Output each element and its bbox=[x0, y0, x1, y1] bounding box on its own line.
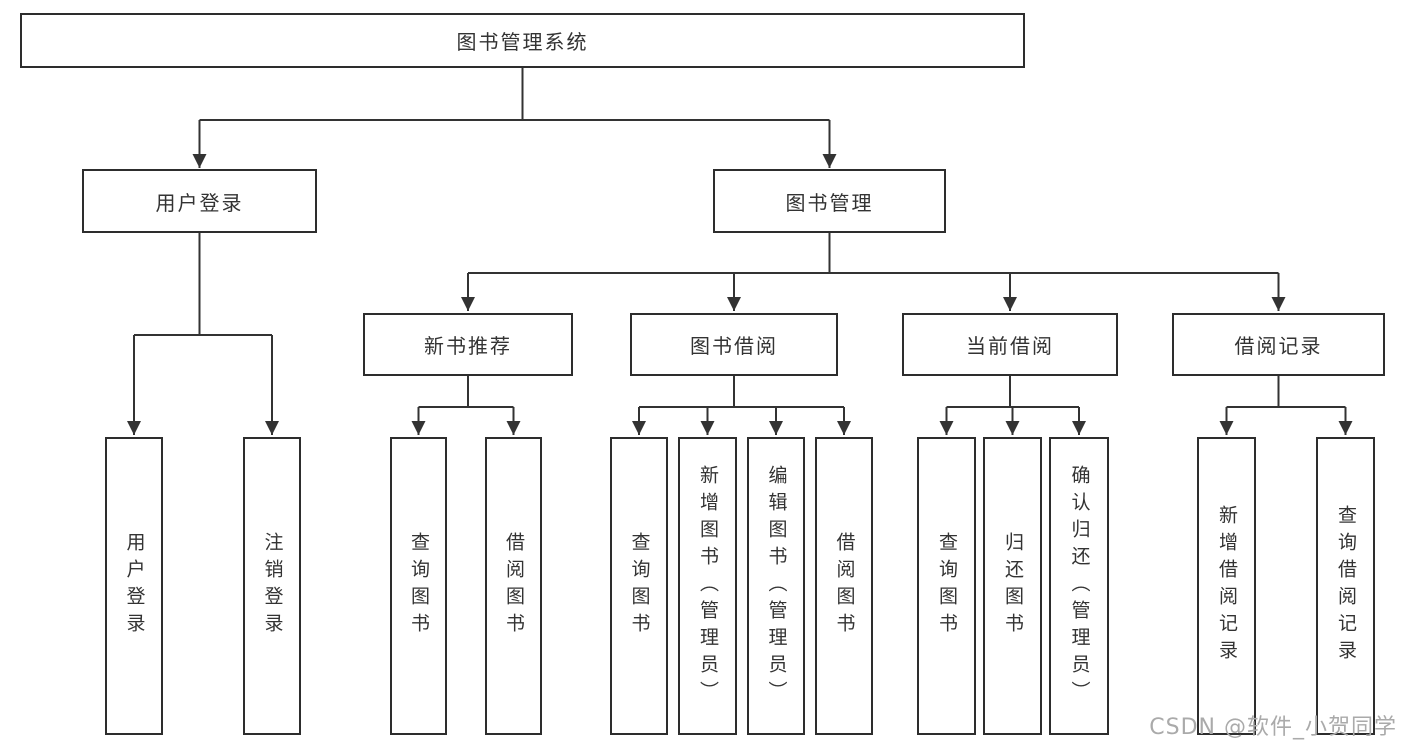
leaf-borrow-books-borrowing: 借阅图书 bbox=[815, 437, 873, 735]
leaf-logout: 注销登录 bbox=[243, 437, 301, 735]
leaf-query-borrow-record: 查询借阅记录 bbox=[1316, 437, 1375, 735]
leaf-query-books-recommend-label: 查询图书 bbox=[408, 532, 430, 640]
leaf-add-book-admin: 新增图书（管理员） bbox=[678, 437, 737, 735]
node-book-borrowing: 图书借阅 bbox=[630, 313, 838, 376]
leaf-borrow-books-recommend: 借阅图书 bbox=[485, 437, 542, 735]
leaf-return-books-label: 归还图书 bbox=[1002, 532, 1024, 640]
leaf-add-borrow-record: 新增借阅记录 bbox=[1197, 437, 1256, 735]
leaf-edit-book-admin: 编辑图书（管理员） bbox=[747, 437, 805, 735]
node-book-management: 图书管理 bbox=[713, 169, 946, 233]
leaf-confirm-return-admin-label: 确认归还（管理员） bbox=[1068, 464, 1091, 708]
leaf-add-book-admin-label: 新增图书（管理员） bbox=[697, 464, 719, 708]
leaf-edit-book-admin-label: 编辑图书（管理员） bbox=[765, 464, 788, 708]
leaf-query-books-current-label: 查询图书 bbox=[936, 532, 958, 640]
node-library-system: 图书管理系统 bbox=[20, 13, 1025, 68]
node-new-book-recommend: 新书推荐 bbox=[363, 313, 573, 376]
leaf-user-login-label: 用户登录 bbox=[123, 532, 146, 640]
leaf-query-books-current: 查询图书 bbox=[917, 437, 976, 735]
node-user-login: 用户登录 bbox=[82, 169, 317, 233]
leaf-add-borrow-record-label: 新增借阅记录 bbox=[1216, 505, 1238, 667]
leaf-user-login: 用户登录 bbox=[105, 437, 163, 735]
leaf-borrow-books-borrowing-label: 借阅图书 bbox=[833, 532, 856, 640]
leaf-query-borrow-record-label: 查询借阅记录 bbox=[1335, 505, 1357, 667]
csdn-watermark: CSDN @软件_小贺同学 bbox=[1149, 715, 1397, 740]
leaf-confirm-return-admin: 确认归还（管理员） bbox=[1049, 437, 1109, 735]
leaf-query-books-borrowing: 查询图书 bbox=[610, 437, 668, 735]
leaf-query-books-recommend: 查询图书 bbox=[390, 437, 447, 735]
node-current-borrowing: 当前借阅 bbox=[902, 313, 1118, 376]
leaf-logout-label: 注销登录 bbox=[261, 532, 284, 640]
leaf-query-books-borrowing-label: 查询图书 bbox=[628, 532, 651, 640]
leaf-return-books: 归还图书 bbox=[983, 437, 1042, 735]
leaf-borrow-books-recommend-label: 借阅图书 bbox=[503, 532, 525, 640]
node-borrowing-records: 借阅记录 bbox=[1172, 313, 1385, 376]
